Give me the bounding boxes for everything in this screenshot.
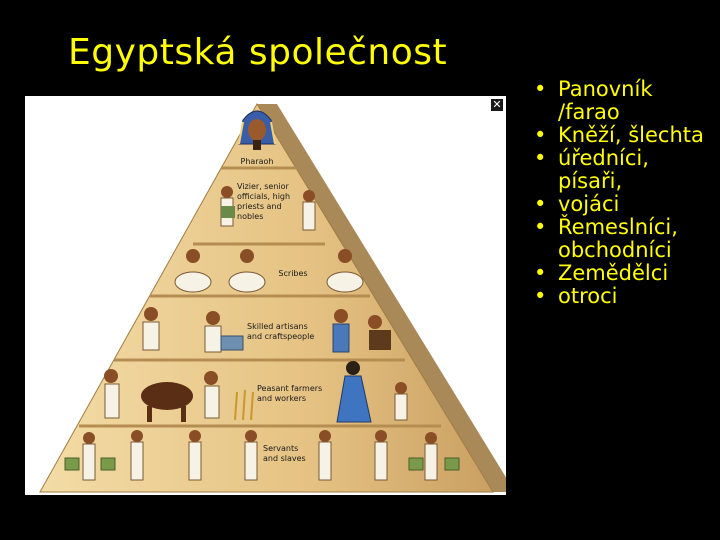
vizier-tier-figures [220, 186, 316, 231]
artisans-tier-figures [142, 307, 391, 353]
tier-label-scribes: Scribes [278, 269, 307, 278]
peasant-tier-figures [104, 361, 408, 423]
tier-label-servants-box: Servants and slaves [263, 444, 306, 463]
list-item: Kněží, šlechta [528, 124, 718, 148]
tier-label-peasant: Peasant farmers and workers [257, 384, 323, 403]
list-item: úředníci, písaři, [528, 147, 718, 193]
list-item: otroci [528, 285, 718, 309]
close-icon[interactable]: ✕ [491, 98, 503, 111]
tier-label-servants: Servants and slaves [263, 444, 306, 463]
tier-label-artisans: Skilled artisans and craftspeople [247, 322, 315, 341]
list-item: vojáci [528, 193, 718, 217]
list-item: Zemědělci [528, 262, 718, 286]
social-classes-list: Panovník /farao Kněží, šlechta úředníci,… [528, 78, 718, 309]
pyramid-picture: ✕ [25, 96, 506, 495]
list-item: Řemeslníci, obchodníci [528, 216, 718, 262]
tier-label-pharaoh: Pharaoh [241, 157, 274, 166]
tier-label-peasant-box: Peasant farmers and workers [257, 384, 323, 403]
pharaoh-figure [238, 110, 276, 150]
list-item: Panovník /farao [528, 78, 718, 124]
servants-tier-figures [64, 430, 460, 481]
pyramid-side [257, 104, 506, 492]
tier-label-vizier: Vizier, senior officials, high priests a… [237, 182, 291, 221]
tier-label-artisans-box: Skilled artisans and craftspeople [247, 322, 315, 341]
slide-title: Egyptská společnost [68, 32, 448, 73]
tier-label-vizier-box: Vizier, senior officials, high priests a… [237, 182, 291, 221]
scribes-tier-figures [174, 249, 364, 293]
pyramid-illustration: Pharaoh Vizier, senior officials, high p… [39, 103, 506, 493]
